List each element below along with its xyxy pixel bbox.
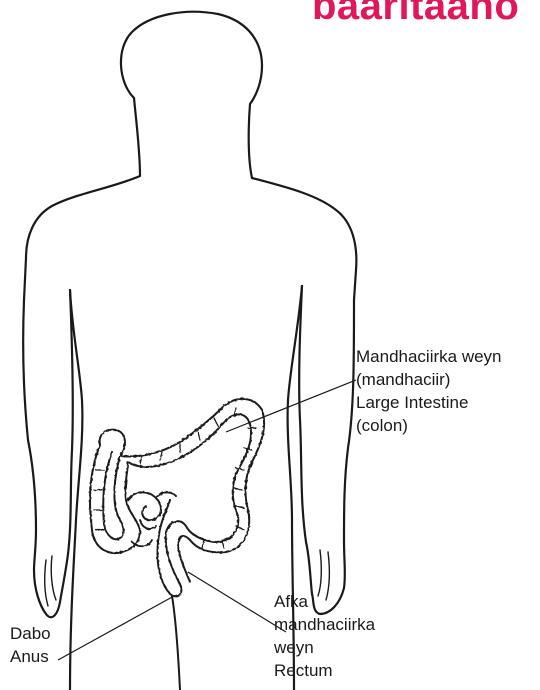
label-large-intestine-line1: Mandhaciirka weyn [356, 345, 502, 368]
label-anus: Dabo Anus [10, 622, 51, 668]
leader-large-intestine [226, 380, 356, 432]
right-neck-shoulder [252, 178, 356, 300]
label-large-intestine: Mandhaciirka weyn (mandhaciir) Large Int… [356, 345, 502, 437]
label-rectum-line2: mandhaciirka [274, 613, 375, 636]
leader-anus [58, 596, 174, 660]
body-outline [23, 12, 356, 690]
right-arm-inner [299, 286, 312, 594]
label-anus-line2: Anus [10, 645, 51, 668]
page-title: baaritaano [312, 0, 519, 29]
left-arm-outer [23, 300, 60, 617]
head-outline [121, 12, 262, 178]
leg-separation [172, 596, 180, 690]
leader-rectum [188, 572, 286, 632]
left-hand-detail [45, 556, 56, 606]
label-large-intestine-line2: (mandhaciir) [356, 368, 502, 391]
label-rectum-line1: Afka [274, 590, 375, 613]
label-large-intestine-line3: Large Intestine [356, 391, 502, 414]
left-arm-inner [60, 290, 73, 602]
haustra-marks [94, 408, 256, 548]
left-neck-shoulder [24, 98, 140, 300]
label-rectum-line4: Rectum [274, 659, 375, 682]
label-rectum: Afka mandhaciirka weyn Rectum [274, 590, 375, 682]
label-large-intestine-line4: (colon) [356, 414, 502, 437]
label-anus-line1: Dabo [10, 622, 51, 645]
right-arm-outer [312, 300, 354, 614]
label-rectum-line3: weyn [274, 636, 375, 659]
large-intestine [90, 399, 264, 596]
